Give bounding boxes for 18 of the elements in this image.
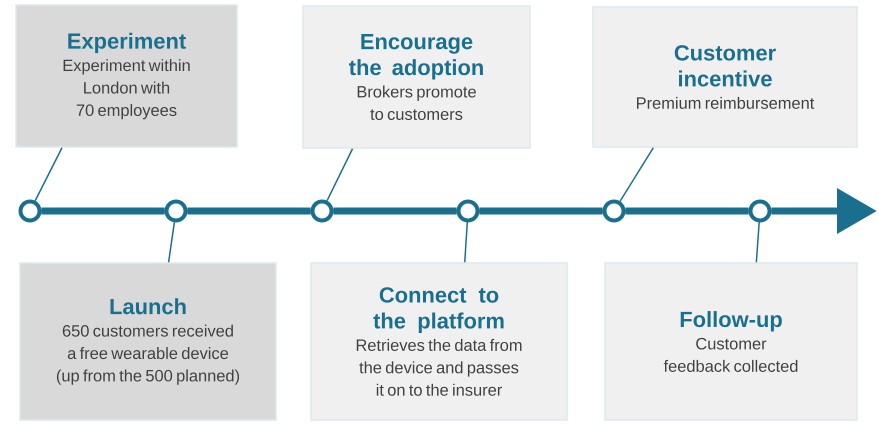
milestone-box: Encourage the adoption Brokers promote to customers: [302, 5, 531, 149]
leader-line: [756, 222, 760, 262]
milestone-box: Connect to the platform Retrieves the data from the device and passes it on to the insurer: [310, 262, 568, 421]
leader-line: [619, 147, 654, 202]
milestone-box: Follow-up Customer feedback collected: [604, 262, 858, 421]
milestone-circle: [18, 200, 42, 222]
milestone-circle: [310, 200, 334, 222]
milestone-circle: [456, 200, 480, 222]
leader-line: [326, 148, 354, 201]
milestone-circle: [164, 200, 188, 222]
leader-line: [168, 222, 176, 262]
milestone-circle: [602, 200, 626, 222]
milestone-box: Customer incentive Premium reimbursement: [592, 6, 858, 148]
milestone-circle: [748, 200, 772, 222]
milestone-box: Experiment Experiment within London with 70 employees: [15, 4, 238, 148]
leader-line: [464, 222, 468, 262]
leader-line: [34, 147, 63, 202]
milestone-box: Launch 650 customers received a free wearable device (up from the 500 planned): [19, 262, 277, 421]
